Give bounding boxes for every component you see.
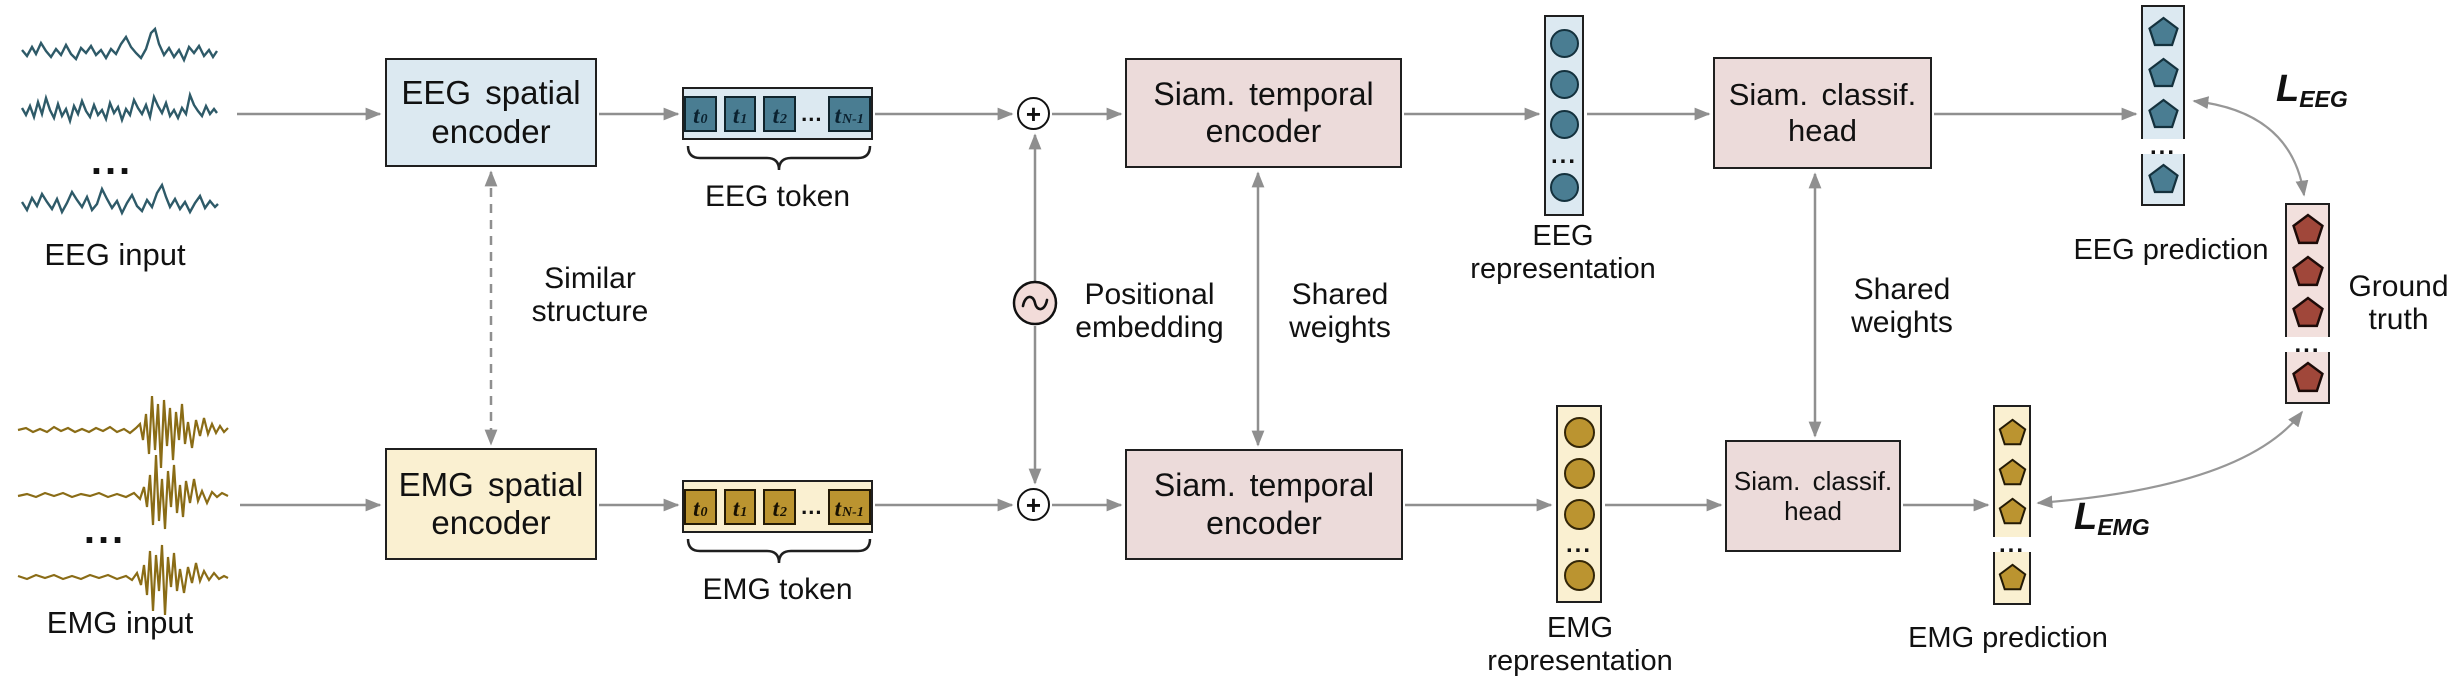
eeg-prediction-dots: ... [2134, 134, 2192, 158]
emg-representation-strip: ... [1556, 405, 1602, 603]
eeg-prediction-pentagon [2147, 57, 2179, 88]
emg-representation-unit [1563, 499, 1595, 530]
eeg-loss-arrow [2192, 96, 2309, 197]
emg-prediction-strip: ... [1986, 405, 2038, 605]
emg-waveform-3 [17, 544, 229, 616]
eeg-classif-head-box: Siam. classif. head [1713, 57, 1932, 169]
emg-prediction-label: EMG prediction [1908, 622, 2108, 654]
emg-loss-arrow [2036, 410, 2303, 509]
emg-representation-label: EMG representation [1487, 612, 1673, 676]
eeg-token-label: EEG token [704, 180, 851, 213]
eeg-loss-label: LEEG [2276, 68, 2348, 112]
eeg-prediction-pentagon [2147, 163, 2179, 194]
emg-representation-unit [1563, 417, 1595, 448]
emg-representation-unit [1563, 458, 1595, 489]
emg-representation-dots: ... [1565, 531, 1592, 558]
eeg-input-label: EEG input [44, 237, 186, 272]
emg-input-label: EMG input [46, 605, 194, 640]
eeg-prediction-label: EEG prediction [2073, 234, 2269, 266]
eeg-representation-unit [1549, 28, 1579, 58]
emg-prediction-dots: ... [1986, 532, 2038, 556]
eeg-representation-strip: ... [1544, 15, 1584, 216]
emg-waveform-1 [17, 395, 229, 469]
emg-input-dots: ... [83, 508, 127, 552]
eeg-representation-label: EEG representation [1470, 220, 1656, 285]
eeg-representation-unit [1549, 173, 1579, 203]
eeg-spatial-encoder-box: EEG spatial encoder [385, 58, 597, 167]
eeg-waveform-1 [21, 26, 218, 63]
emg-temporal-encoder-box: Siam. temporal encoder [1125, 449, 1403, 560]
emg-token-brace [686, 538, 872, 564]
eeg-input-waveforms [20, 26, 219, 216]
emg-prediction-pentagon [1998, 563, 2026, 591]
emg-input-waveforms [17, 395, 229, 616]
ground-truth-pentagon [2291, 255, 2324, 286]
emg-classif-head-box: Siam. classif. head [1725, 440, 1901, 552]
eeg-waveform-3 [20, 182, 219, 216]
positional-embedding-circle [1012, 280, 1058, 326]
eeg-prediction-pentagon [2147, 98, 2179, 129]
ground-truth-label: Ground truth [2348, 270, 2449, 336]
emg-representation-unit [1563, 560, 1595, 591]
eeg-prediction-strip: ... [2134, 5, 2192, 206]
emg-plus-circle: + [1017, 488, 1050, 521]
shared-weights-temporal-label: Shared weights [1289, 278, 1391, 344]
eeg-representation-unit [1549, 69, 1579, 99]
eeg-representation-unit [1549, 110, 1579, 140]
emg-waveform-2 [17, 454, 229, 530]
emg-prediction-pentagon [1998, 458, 2026, 485]
eeg-representation-dots: ... [1550, 142, 1577, 170]
eeg-prediction-pentagon [2147, 16, 2179, 47]
ground-truth-pentagon [2291, 296, 2324, 328]
eeg-token-brace [686, 145, 872, 171]
ground-truth-pentagon [2291, 213, 2324, 245]
emg-loss-label: LEMG [2074, 496, 2150, 540]
ground-truth-dots: ... [2278, 332, 2337, 356]
ground-truth-pentagon [2291, 361, 2324, 392]
emg-prediction-pentagon [1998, 498, 2026, 525]
ground-truth-strip: ... [2278, 203, 2337, 404]
eeg-plus-circle: + [1017, 97, 1050, 130]
similar-structure-label: Similar structure [531, 262, 649, 328]
eeg-waveform-2 [20, 90, 218, 126]
positional-embedding-label: Positional embedding [1075, 278, 1224, 344]
eeg-temporal-encoder-box: Siam. temporal encoder [1125, 58, 1402, 168]
shared-weights-head-label: Shared weights [1851, 273, 1953, 339]
emg-token-label: EMG token [702, 573, 853, 606]
emg-spatial-encoder-box: EMG spatial encoder [385, 448, 597, 560]
emg-prediction-pentagon [1998, 418, 2026, 446]
sine-icon [1012, 280, 1058, 326]
eeg-input-dots: ... [90, 139, 134, 183]
